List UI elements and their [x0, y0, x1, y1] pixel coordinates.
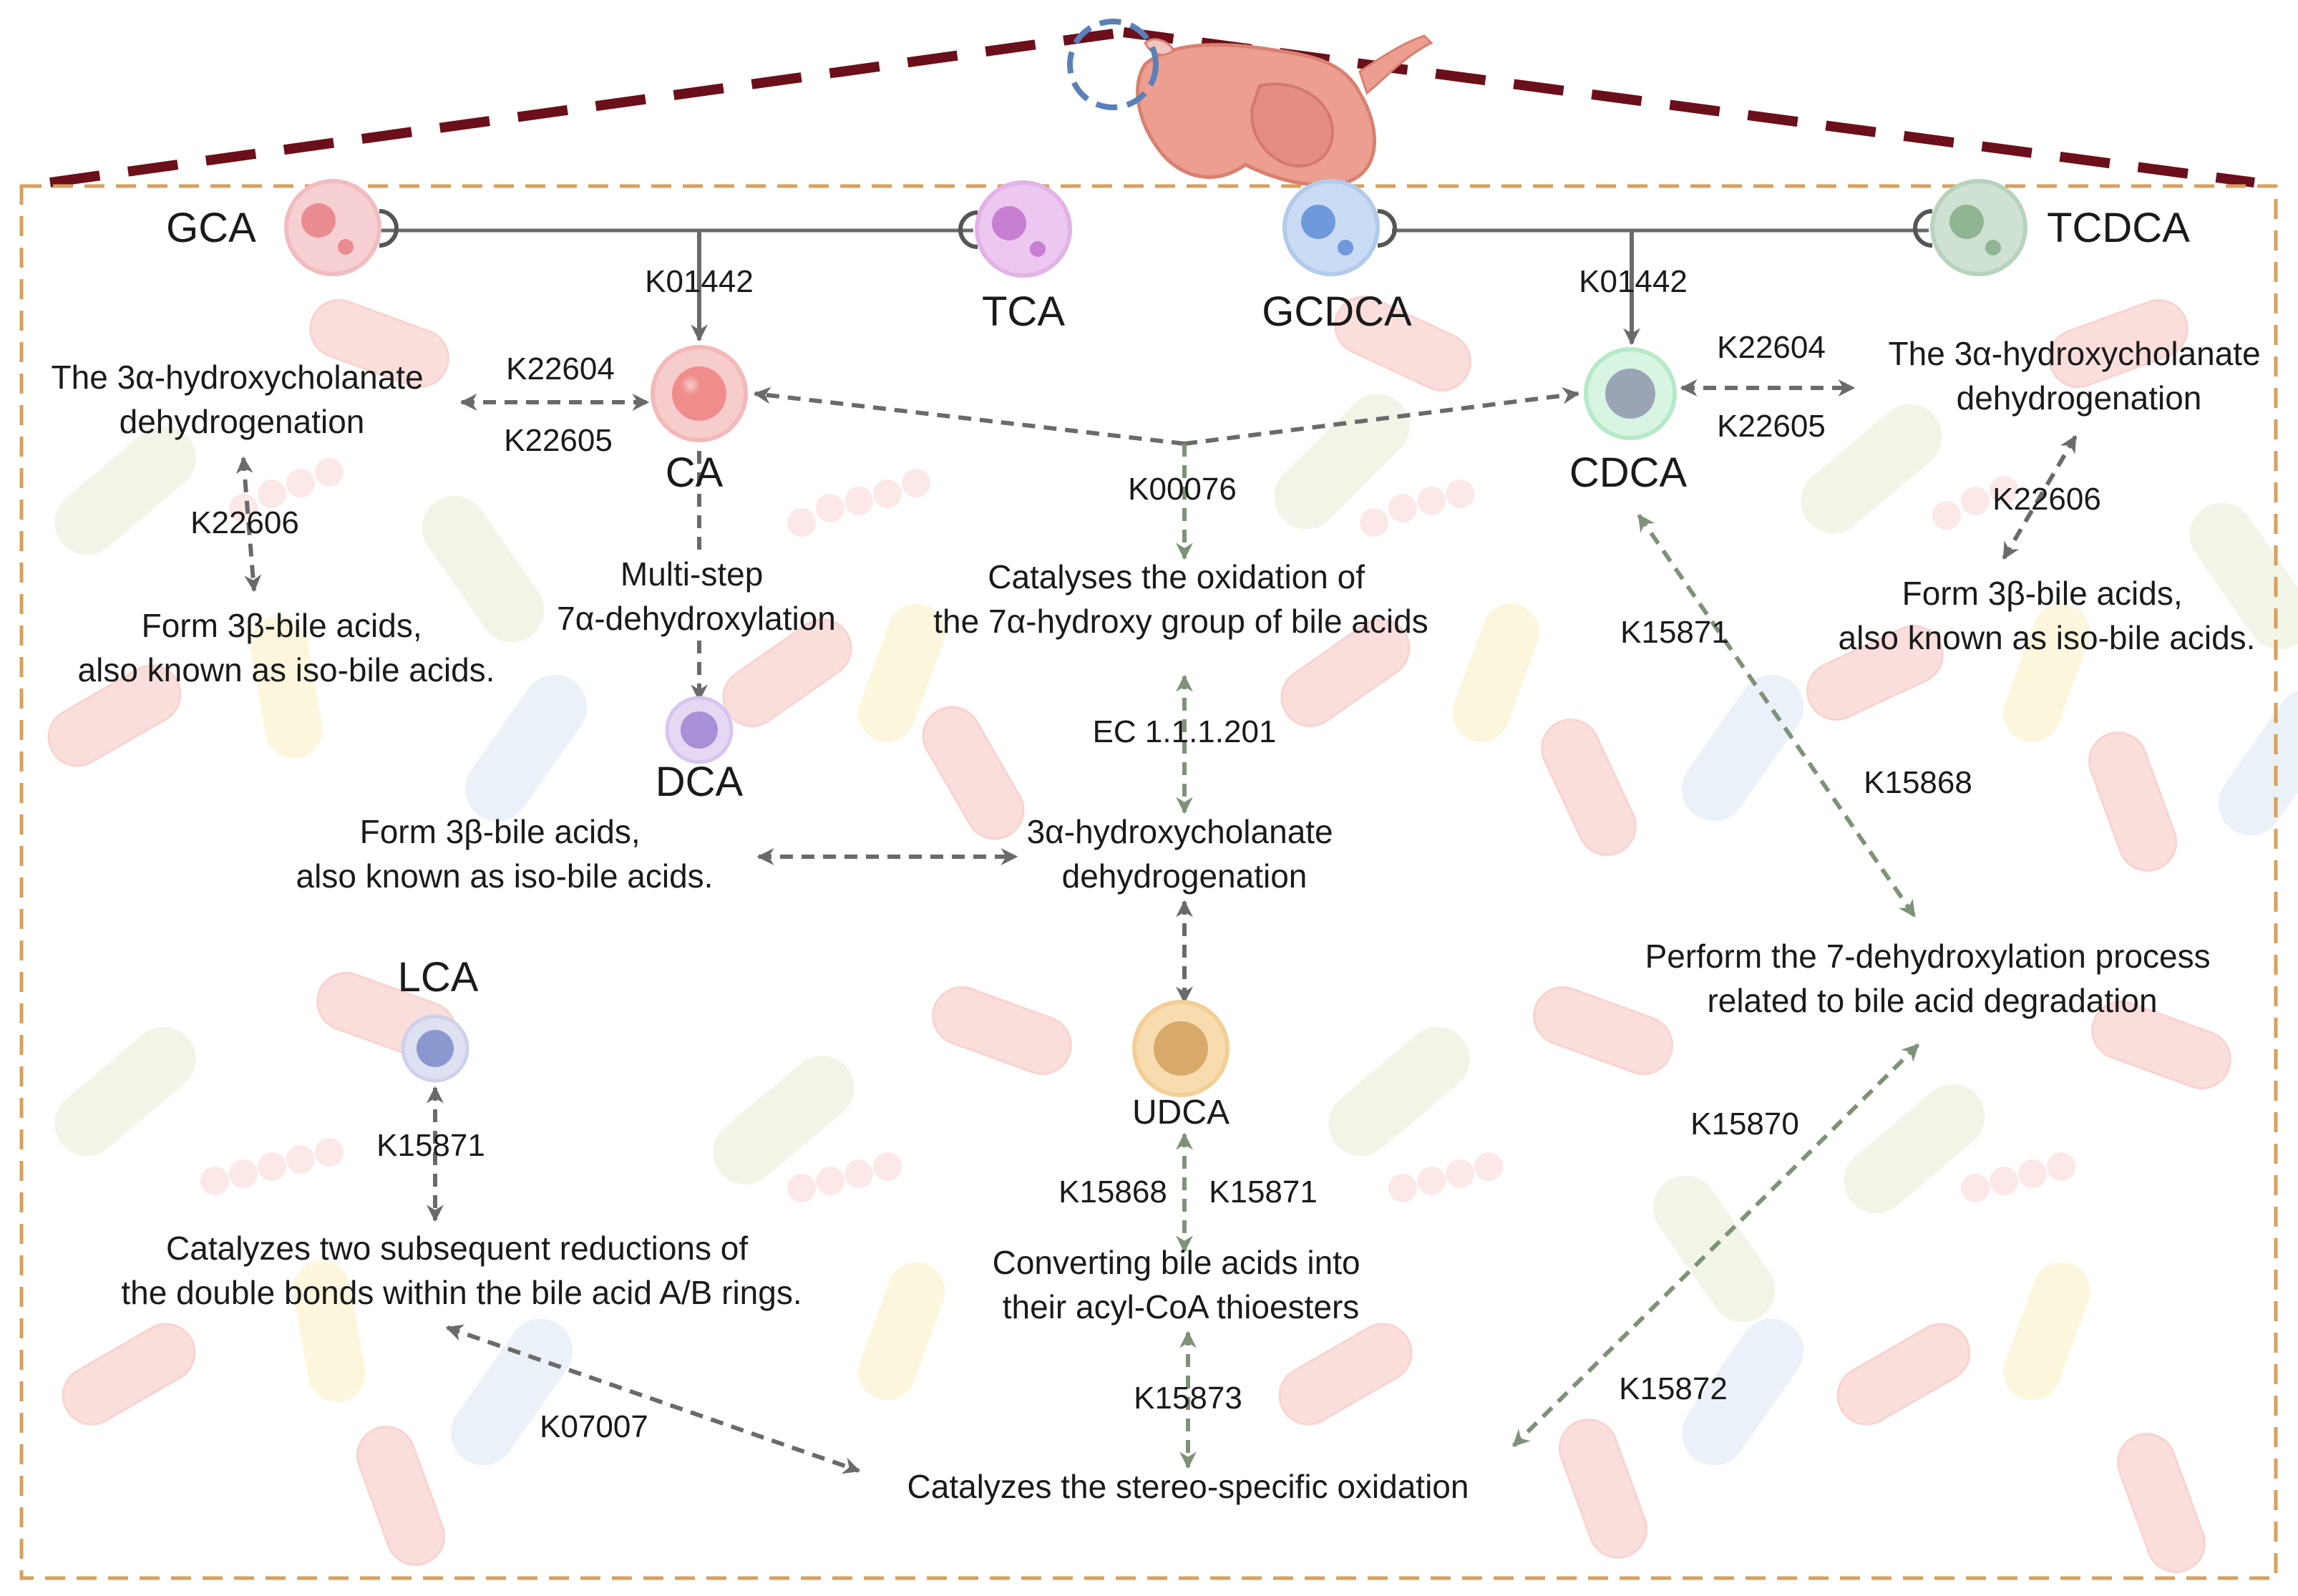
- left-iso-line1: Form 3β-bile acids,: [142, 607, 422, 644]
- ca-node: [651, 345, 748, 442]
- catalyses-7a-line2: the 7α-hydroxy group of bile acids: [933, 603, 1428, 640]
- converting-line2: their acyl-CoA thioesters: [1003, 1288, 1360, 1325]
- ca-label: CA: [666, 449, 724, 496]
- organ-illustration: [1067, 19, 1433, 187]
- perform-7dehydrox-text: Perform the 7-dehydroxylation process re…: [1645, 938, 2220, 1019]
- center-dehydro-line1: 3α-hydroxycholanate: [1027, 813, 1333, 850]
- k15871-cdca-label: K15871: [1620, 615, 1729, 650]
- perform-7dehydrox-line2: related to bile acid degradation: [1707, 982, 2157, 1019]
- right-dehydro-line1: The 3α-hydroxycholanate: [1889, 335, 2261, 372]
- left-dehydro-line1: The 3α-hydroxycholanate: [52, 359, 424, 396]
- left-dehydro-text: The 3α-hydroxycholanate dehydrogenation: [52, 359, 433, 440]
- udca-node: [1132, 1000, 1230, 1097]
- reductions-text: Catalyzes two subsequent reductions of t…: [121, 1230, 802, 1311]
- converting-text: Converting bile acids into their acyl-Co…: [993, 1244, 1370, 1325]
- multistep-line2: 7α-dehydroxylation: [557, 600, 836, 637]
- tcdca-label: TCDCA: [2047, 205, 2190, 251]
- lca-label: LCA: [398, 954, 479, 1001]
- dca-label: DCA: [656, 759, 744, 805]
- gca-label: GCA: [166, 205, 256, 251]
- reductions-line2: the double bonds within the bile acid A/…: [121, 1274, 802, 1311]
- k22605-left-label: K22605: [504, 423, 613, 458]
- k15871-lca-label: K15871: [376, 1128, 485, 1163]
- k15868-cdca-label: K15868: [1864, 765, 1972, 800]
- stereo-text: Catalyzes the stereo-specific oxidation: [907, 1468, 1469, 1505]
- lca-node: [401, 1014, 469, 1083]
- multistep-line1: Multi-step: [620, 555, 763, 593]
- converting-line1: Converting bile acids into: [993, 1244, 1360, 1281]
- k15870-label: K15870: [1690, 1106, 1799, 1142]
- perform-7dehydrox-line1: Perform the 7-dehydroxylation process: [1645, 938, 2211, 975]
- k15868-udca-label: K15868: [1058, 1174, 1167, 1210]
- stereo-line1: Catalyzes the stereo-specific oxidation: [907, 1468, 1469, 1505]
- k22606-left-label: K22606: [190, 505, 299, 540]
- k22604-right-label: K22604: [1717, 330, 1826, 365]
- cdca-label: CDCA: [1569, 449, 1688, 496]
- code-labels: K01442 K01442 K22604 K22605 K22606 K2260…: [190, 264, 2101, 1444]
- right-dehydro-line2: dehydrogenation: [1957, 379, 2202, 417]
- right-dehydro-text: The 3α-hydroxycholanate dehydrogenation: [1889, 335, 2270, 417]
- description-labels: The 3α-hydroxycholanate dehydrogenation …: [52, 335, 2270, 1505]
- right-iso-line1: Form 3β-bile acids,: [1902, 575, 2183, 612]
- udca-label: UDCA: [1132, 1094, 1230, 1132]
- k01442-right-label: K01442: [1579, 264, 1688, 299]
- right-iso-line2: also known as iso-bile acids.: [1839, 619, 2256, 656]
- center-dehydro-text: 3α-hydroxycholanate dehydrogenation: [1027, 813, 1343, 895]
- node-labels: GCA TCA GCDCA TCDCA CA CDCA DCA LCA UDCA: [166, 205, 2190, 1132]
- k15872-label: K15872: [1619, 1371, 1728, 1406]
- left-iso-line2: also known as iso-bile acids.: [78, 651, 495, 688]
- k22604-left-label: K22604: [506, 351, 615, 386]
- center-dehydro-line2: dehydrogenation: [1062, 857, 1308, 895]
- k01442-left-label: K01442: [645, 264, 754, 299]
- gcdca-node: [1282, 179, 1397, 276]
- dca-node: [665, 696, 734, 764]
- k07007-label: K07007: [540, 1409, 648, 1444]
- tcdca-node: [1913, 179, 2027, 276]
- cdca-node: [1584, 347, 1677, 440]
- multistep-text: Multi-step 7α-dehydroxylation: [557, 555, 836, 637]
- gcdca-label: GCDCA: [1262, 288, 1412, 335]
- k22606-right-label: K22606: [1992, 482, 2101, 517]
- k22605-right-label: K22605: [1717, 409, 1826, 444]
- left-iso-text: Form 3β-bile acids, also known as iso-bi…: [78, 607, 495, 688]
- dca-iso-text: Form 3β-bile acids, also known as iso-bi…: [296, 813, 714, 895]
- tca-node: [958, 180, 1072, 278]
- dca-iso-line1: Form 3β-bile acids,: [360, 813, 641, 850]
- ec-label: EC 1.1.1.201: [1093, 714, 1277, 749]
- reductions-line1: Catalyzes two subsequent reductions of: [166, 1230, 748, 1267]
- catalyses-7a-text: Catalyses the oxidation of the 7α-hydrox…: [933, 558, 1428, 640]
- k15871-udca-label: K15871: [1209, 1174, 1318, 1210]
- inner-dashed-border: [19, 184, 2278, 1580]
- tca-label: TCA: [982, 288, 1065, 335]
- left-dehydro-line2: dehydrogenation: [120, 403, 365, 440]
- gca-node: [284, 179, 399, 276]
- connectors: [235, 228, 2078, 1474]
- right-iso-text: Form 3β-bile acids, also known as iso-bi…: [1839, 575, 2256, 656]
- catalyses-7a-line1: Catalyses the oxidation of: [988, 558, 1365, 595]
- dca-iso-line2: also known as iso-bile acids.: [296, 857, 714, 895]
- k15873-label: K15873: [1134, 1381, 1242, 1416]
- k00076-label: K00076: [1128, 472, 1237, 507]
